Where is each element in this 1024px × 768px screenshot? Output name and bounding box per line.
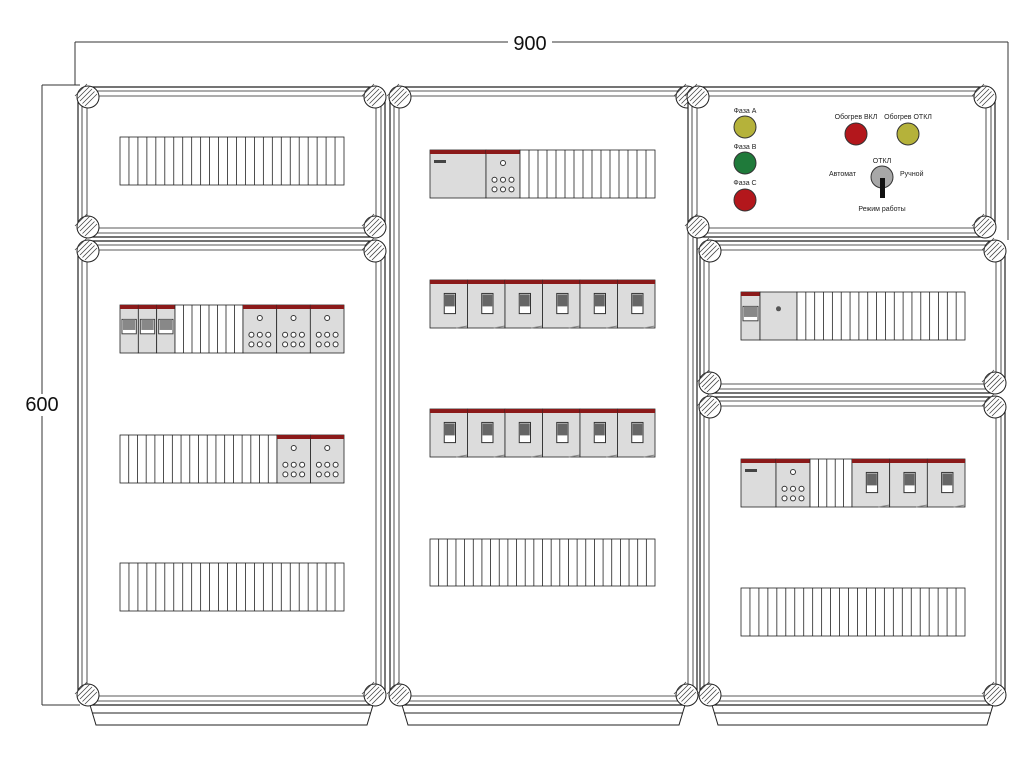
- corner-screw-icon: [684, 83, 710, 109]
- circuit-breaker: [851, 458, 891, 508]
- corner-screw-icon: [684, 213, 710, 239]
- circuit-breaker: [542, 279, 581, 329]
- corner-screw-icon: [696, 237, 722, 263]
- circuit-breaker: [467, 408, 506, 458]
- dimension-lines: 900 600: [24, 32, 1009, 706]
- terminal-module: [310, 434, 345, 484]
- circuit-breaker: [119, 304, 139, 354]
- circuit-breaker: [579, 408, 618, 458]
- circuit-breaker: [156, 304, 176, 354]
- corner-screw-icon: [981, 681, 1007, 707]
- corner-screw-icon: [696, 369, 722, 395]
- heat-on-lamp[interactable]: [844, 122, 868, 146]
- terminal-module: [775, 458, 811, 508]
- corner-screw-icon: [673, 681, 699, 707]
- phase-c-lamp: [733, 188, 757, 212]
- din-rail-middle-1: [429, 149, 656, 199]
- circuit-breaker: [429, 279, 468, 329]
- control-panel: Фаза A Фаза B Фаза C Обогрев ВКЛ Обогрев…: [733, 108, 932, 213]
- heat-off-label: Обогрев ОТКЛ: [884, 113, 932, 121]
- din-rail-left-2: [119, 434, 345, 484]
- circuit-breaker: [542, 408, 581, 458]
- circuit-breaker: [617, 279, 656, 329]
- circuit-breaker: [926, 458, 966, 508]
- terminal-module: [485, 149, 521, 199]
- blank-module: [809, 458, 853, 508]
- din-rail-right-1: [740, 291, 966, 341]
- blank-module: [119, 136, 345, 186]
- heat-off-lamp[interactable]: [896, 122, 920, 146]
- terminal-module: [276, 304, 311, 354]
- switch-auto-label: Автомат: [829, 171, 857, 178]
- height-dimension-label: 600: [25, 394, 58, 416]
- phase-a-lamp: [733, 115, 757, 139]
- corner-screw-icon: [981, 237, 1007, 263]
- din-rail-top-left: [119, 136, 345, 186]
- din-rail-middle-4: [429, 538, 656, 587]
- circuit-breaker: [889, 458, 928, 508]
- din-rail-middle-2: [429, 279, 656, 329]
- corner-screw-icon: [74, 83, 100, 109]
- enclosure-base: [711, 704, 994, 726]
- enclosure-base: [401, 704, 686, 726]
- circuit-breaker: [429, 408, 468, 458]
- din-rail-right-3: [740, 587, 966, 637]
- enclosure-right-bottom: [696, 393, 1007, 726]
- phase-c-label: Фаза C: [733, 180, 756, 187]
- din-rail-left-3: [119, 562, 345, 612]
- circuit-breaker: [617, 408, 656, 458]
- blank-module: [796, 291, 966, 341]
- corner-screw-icon: [361, 681, 387, 707]
- switch-manual-label: Ручной: [900, 170, 924, 178]
- circuit-breaker: [137, 304, 158, 354]
- corner-screw-icon: [74, 213, 100, 239]
- terminal-module: [242, 304, 278, 354]
- phase-b-lamp: [733, 151, 757, 175]
- width-dimension-label: 900: [513, 33, 546, 55]
- circuit-breaker: [740, 291, 761, 341]
- circuit-breaker: [579, 279, 618, 329]
- corner-screw-icon: [386, 681, 412, 707]
- terminal-module: [276, 434, 311, 484]
- corner-screw-icon: [74, 681, 100, 707]
- corner-screw-icon: [696, 393, 722, 419]
- enclosure-control: [684, 83, 997, 239]
- mode-selector-switch[interactable]: [870, 165, 894, 198]
- switch-off-label: ОТКЛ: [873, 158, 892, 165]
- terminal-module: [309, 304, 345, 354]
- corner-screw-icon: [696, 681, 722, 707]
- corner-screw-icon: [74, 237, 100, 263]
- energy-meter-module: [740, 458, 777, 508]
- corner-screw-icon: [386, 83, 412, 109]
- heat-on-label: Обогрев ВКЛ: [835, 113, 878, 121]
- circuit-breaker: [504, 408, 543, 458]
- switch-title-label: Режим работы: [858, 205, 905, 213]
- circuit-breaker: [467, 279, 506, 329]
- corner-screw-icon: [981, 393, 1007, 419]
- relay-module: [759, 291, 798, 341]
- enclosure-base: [89, 704, 374, 726]
- corner-screw-icon: [981, 369, 1007, 395]
- corner-screw-icon: [361, 83, 387, 109]
- din-rail-left-1: [119, 304, 345, 354]
- blank-module: [740, 587, 966, 637]
- corner-screw-icon: [971, 83, 997, 109]
- circuit-breaker: [504, 279, 543, 329]
- energy-meter-module: [429, 149, 487, 199]
- phase-b-label: Фаза B: [734, 144, 757, 151]
- corner-screw-icon: [971, 213, 997, 239]
- blank-module: [519, 149, 656, 199]
- phase-a-label: Фаза A: [734, 108, 757, 115]
- corner-screw-icon: [361, 213, 387, 239]
- corner-screw-icon: [361, 237, 387, 263]
- din-rail-middle-3: [429, 408, 656, 458]
- din-rail-right-2: [740, 458, 966, 508]
- blank-module: [119, 562, 345, 612]
